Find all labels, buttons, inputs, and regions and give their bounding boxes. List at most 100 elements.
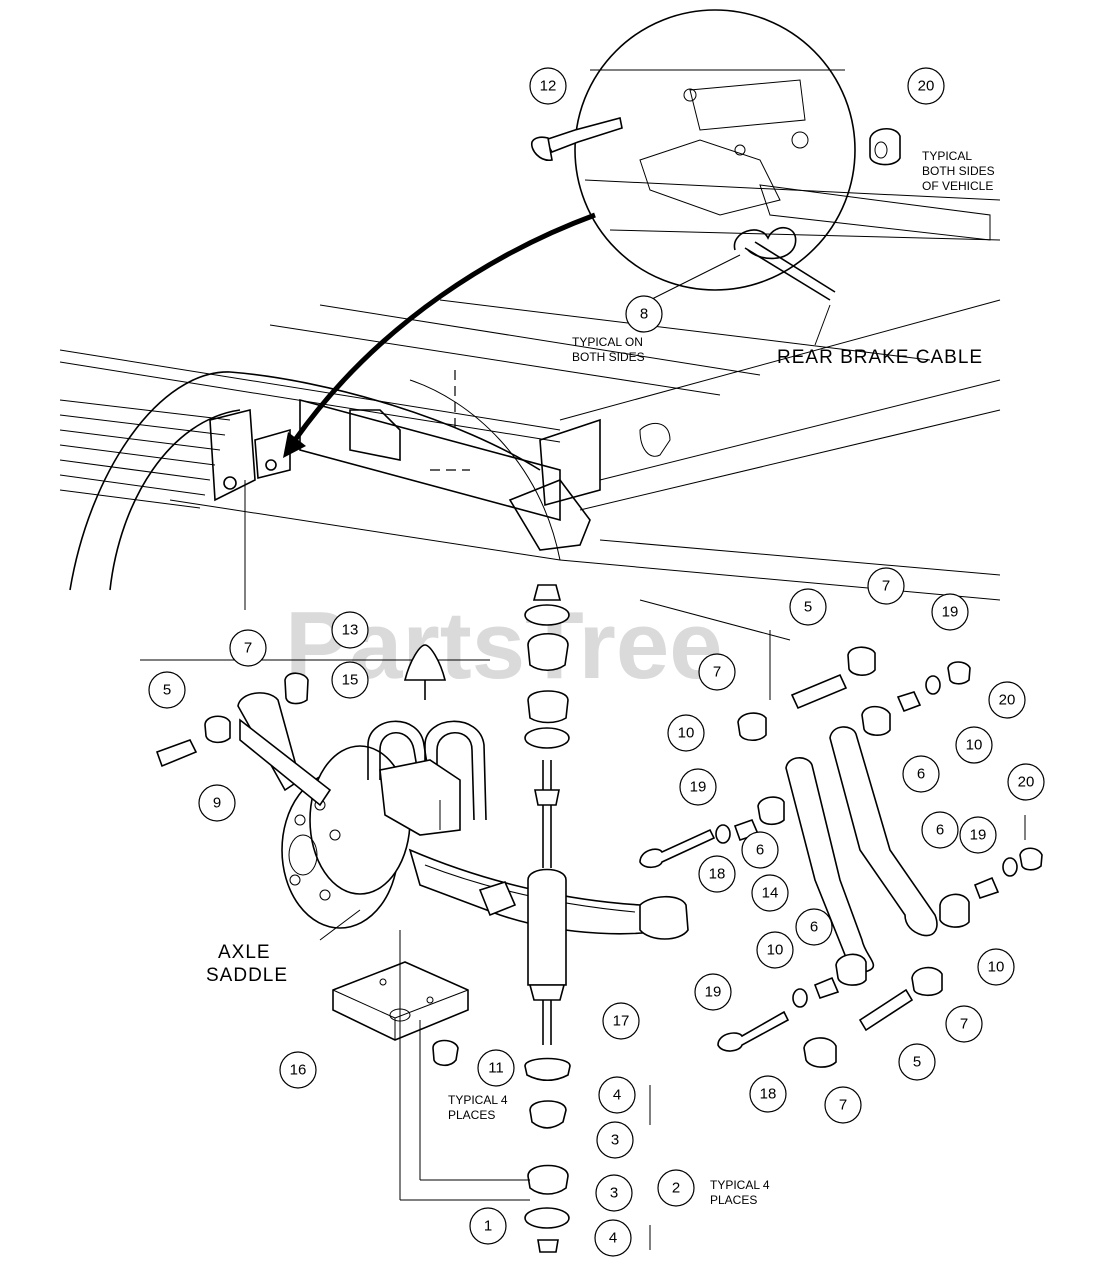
- callout-number: 11: [488, 1060, 504, 1077]
- callout-bubble: [902, 755, 940, 793]
- callout-bubble: [595, 1174, 633, 1212]
- shock-absorber-17: [524, 584, 570, 1045]
- callout-number: 19: [942, 604, 959, 621]
- callout-number: 8: [640, 306, 648, 323]
- callout-bubble: [988, 681, 1026, 719]
- note-4-places-right-1: TYPICAL 4: [710, 1178, 770, 1192]
- callout-bubble: [657, 1169, 695, 1207]
- callout-number: 4: [609, 1230, 617, 1247]
- callout-number: 18: [709, 866, 726, 883]
- callout-number: 15: [342, 672, 359, 689]
- callout-bubble: [596, 1121, 634, 1159]
- callout-number: 5: [804, 599, 812, 616]
- callout-number: 6: [810, 919, 818, 936]
- axle-hub: [281, 745, 411, 929]
- callout-number: 7: [882, 578, 890, 595]
- callout-bubble: [279, 1051, 317, 1089]
- bolt-12: [530, 117, 623, 161]
- callout-number: 20: [918, 78, 935, 95]
- callout-bubble: [789, 588, 827, 626]
- callout-bubble: [741, 831, 779, 869]
- callout-bubble: [331, 611, 369, 649]
- callout-bubble: [148, 671, 186, 709]
- callout-bubble: [751, 874, 789, 912]
- note-4-places-left-2: PLACES: [448, 1108, 495, 1122]
- callout-bubble: [945, 1005, 983, 1043]
- callout-number: 6: [917, 766, 925, 783]
- callout-bubble: [594, 1219, 632, 1257]
- note-4-places-right-2: PLACES: [710, 1193, 757, 1207]
- note-both-sides-vehicle-3: OF VEHICLE: [922, 179, 993, 193]
- callout-number: 19: [705, 984, 722, 1001]
- note-both-sides-vehicle-2: BOTH SIDES: [922, 164, 995, 178]
- callout-bubble: [331, 661, 369, 699]
- callout-bubble: [477, 1049, 515, 1087]
- callout-bubble: [955, 726, 993, 764]
- callout-number: 3: [611, 1132, 619, 1149]
- callout-number: 16: [290, 1062, 307, 1079]
- callout-number: 19: [690, 779, 707, 796]
- callout-bubble: [824, 1086, 862, 1124]
- bump-stop-13: [403, 644, 447, 700]
- callout-bubble: [198, 784, 236, 822]
- note-4-places-left-1: TYPICAL 4: [448, 1093, 508, 1107]
- callout-bubble: [898, 1043, 936, 1081]
- callout-number: 5: [163, 682, 171, 699]
- nut-11: [432, 1039, 459, 1067]
- callout-number: 6: [756, 842, 764, 859]
- detail-arrow: [283, 212, 596, 458]
- axle-saddle-label-line2: SADDLE: [206, 965, 288, 986]
- callout-number: 20: [1018, 774, 1035, 791]
- callout-number: 7: [244, 640, 252, 657]
- callout-number: 4: [613, 1087, 621, 1104]
- callout-bubble: [959, 816, 997, 854]
- callout-number: 3: [610, 1185, 618, 1202]
- callout-number: 7: [713, 664, 721, 681]
- callout-bubble: [698, 855, 736, 893]
- u-bolt-15: [367, 720, 487, 836]
- callout-number: 7: [960, 1016, 968, 1033]
- callout-number: 5: [913, 1054, 921, 1071]
- callout-number: 2: [672, 1180, 680, 1197]
- callout-number: 10: [767, 942, 784, 959]
- note-both-sides-vehicle-1: TYPICAL: [922, 149, 972, 163]
- callout-bubble: [931, 593, 969, 631]
- callout-bubble: [602, 1002, 640, 1040]
- callout-bubble: [749, 1075, 787, 1113]
- callout-number: 12: [540, 78, 557, 95]
- callout-bubble: [667, 714, 705, 752]
- callout-number: 14: [762, 885, 779, 902]
- callout-bubble: [867, 567, 905, 605]
- callout-bubble: [756, 931, 794, 969]
- callout-bubble: [679, 768, 717, 806]
- callout-bubble: [694, 973, 732, 1011]
- callout-bubble: [625, 295, 663, 333]
- callout-number: 10: [966, 737, 983, 754]
- spring-hanger-9: [237, 692, 332, 807]
- rear-brake-cable-label: REAR BRAKE CABLE: [777, 347, 983, 368]
- detail-magnifier: [574, 9, 1001, 346]
- callout-number: 19: [970, 827, 987, 844]
- callout-number: 1: [484, 1218, 492, 1235]
- callout-number: 10: [988, 959, 1005, 976]
- callout-bubble: [598, 1076, 636, 1114]
- callout-number: 18: [760, 1086, 777, 1103]
- callout-bubble: [795, 908, 833, 946]
- leader-lines: [319, 630, 1026, 1250]
- right-bushing-parts: [639, 646, 1043, 1068]
- callout-number: 17: [613, 1013, 630, 1030]
- callout-bubble: [907, 67, 945, 105]
- nut-20-top: [869, 128, 901, 166]
- link-arms-14: [785, 726, 938, 973]
- callout-number: 6: [936, 822, 944, 839]
- callout-bubble: [229, 629, 267, 667]
- note-on-both-sides-2: BOTH SIDES: [572, 350, 645, 364]
- callout-bubble: [977, 948, 1015, 986]
- callout-bubble: [921, 811, 959, 849]
- callout-bubble: [529, 67, 567, 105]
- axle-saddle-label-line1: AXLE: [218, 942, 271, 963]
- note-on-both-sides-1: TYPICAL ON: [572, 335, 643, 349]
- vehicle-frame: [59, 299, 1001, 661]
